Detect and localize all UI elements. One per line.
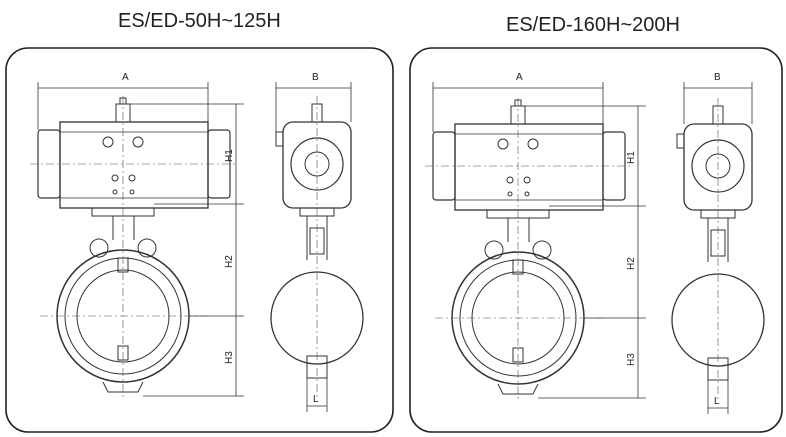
dim-label-L-left: L xyxy=(313,394,319,405)
right-panel-frame xyxy=(409,47,783,433)
right-dimension-lines xyxy=(432,82,753,414)
left-valve-front-view xyxy=(29,95,239,399)
dim-label-L-right: L xyxy=(714,396,720,407)
model-title-large-range: ES/ED-160H~200H xyxy=(506,14,680,36)
dim-label-B-right: B xyxy=(714,72,721,83)
left-valve-side-view xyxy=(270,95,364,399)
left-panel-frame xyxy=(5,47,394,433)
dim-label-H1-right: H1 xyxy=(626,151,637,164)
dim-label-H2-right: H2 xyxy=(626,257,637,270)
dim-label-A-right: A xyxy=(516,72,523,83)
right-valve-front-view xyxy=(424,97,634,401)
dim-label-H1-left: H1 xyxy=(224,149,235,162)
dim-label-B-left: B xyxy=(312,72,319,83)
dim-label-H3-right: H3 xyxy=(626,353,637,366)
left-dimension-lines xyxy=(37,82,352,412)
dim-label-A-left: A xyxy=(122,72,129,83)
dim-label-H3-left: H3 xyxy=(224,351,235,364)
dim-label-H2-left: H2 xyxy=(224,255,235,268)
right-valve-side-view xyxy=(671,97,765,401)
model-title-small-range: ES/ED-50H~125H xyxy=(118,10,281,32)
